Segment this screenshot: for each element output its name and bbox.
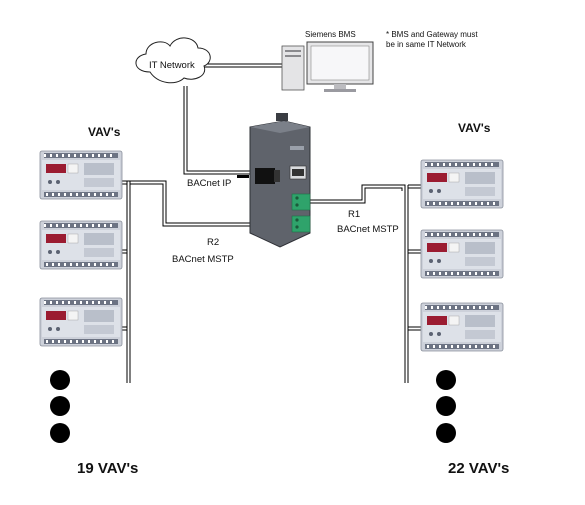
r2-label: R2 xyxy=(207,237,219,248)
r1-protocol-label: BACnet MSTP xyxy=(337,224,399,235)
left-vav-count: 19 VAV's xyxy=(77,460,138,477)
right-vav-group: VAV's 22 VAV's xyxy=(420,121,509,477)
ellipsis-dots-icon xyxy=(436,370,456,443)
left-vav-header: VAV's xyxy=(88,125,121,139)
wiring xyxy=(118,63,421,383)
bms-label: Siemens BMS xyxy=(305,30,356,39)
it-network-cloud: IT Network xyxy=(135,37,211,84)
vav-controller-icon xyxy=(39,220,123,270)
bacnet-ip-label: BACnet IP xyxy=(187,178,231,189)
wire-left-bus xyxy=(126,181,131,383)
wire-r1 xyxy=(310,184,406,204)
wire-bacnet-ip xyxy=(183,86,250,175)
wire-left-bus-taps xyxy=(118,180,130,331)
left-vav-group: VAV's 19 VAV's xyxy=(39,125,138,477)
right-vav-count: 22 VAV's xyxy=(448,460,509,477)
wire-right-bus xyxy=(404,185,409,383)
right-vav-header: VAV's xyxy=(458,121,491,135)
r2-protocol-label: BACnet MSTP xyxy=(172,254,234,265)
wire-r2 xyxy=(130,180,288,227)
desktop-computer-icon xyxy=(281,41,374,92)
wire-cloud-to-bms xyxy=(198,63,282,68)
ellipsis-dots-icon xyxy=(50,370,70,443)
vav-controller-icon xyxy=(39,297,123,347)
siemens-bms: Siemens BMS * BMS and Gateway must be in… xyxy=(281,30,478,92)
vav-controller-icon xyxy=(39,150,123,200)
bms-note-line1: * BMS and Gateway must xyxy=(386,30,478,39)
vav-controller-icon xyxy=(420,302,504,352)
r1-label: R1 xyxy=(348,209,360,220)
vav-controller-icon xyxy=(420,229,504,279)
vav-controller-icon xyxy=(420,159,504,209)
cloud-label: IT Network xyxy=(149,60,195,71)
bms-note-line2: be in same IT Network xyxy=(386,40,467,49)
protocol-gateway-icon xyxy=(237,113,311,248)
cloud-icon xyxy=(135,37,211,84)
wire-right-bus-taps xyxy=(408,184,421,331)
